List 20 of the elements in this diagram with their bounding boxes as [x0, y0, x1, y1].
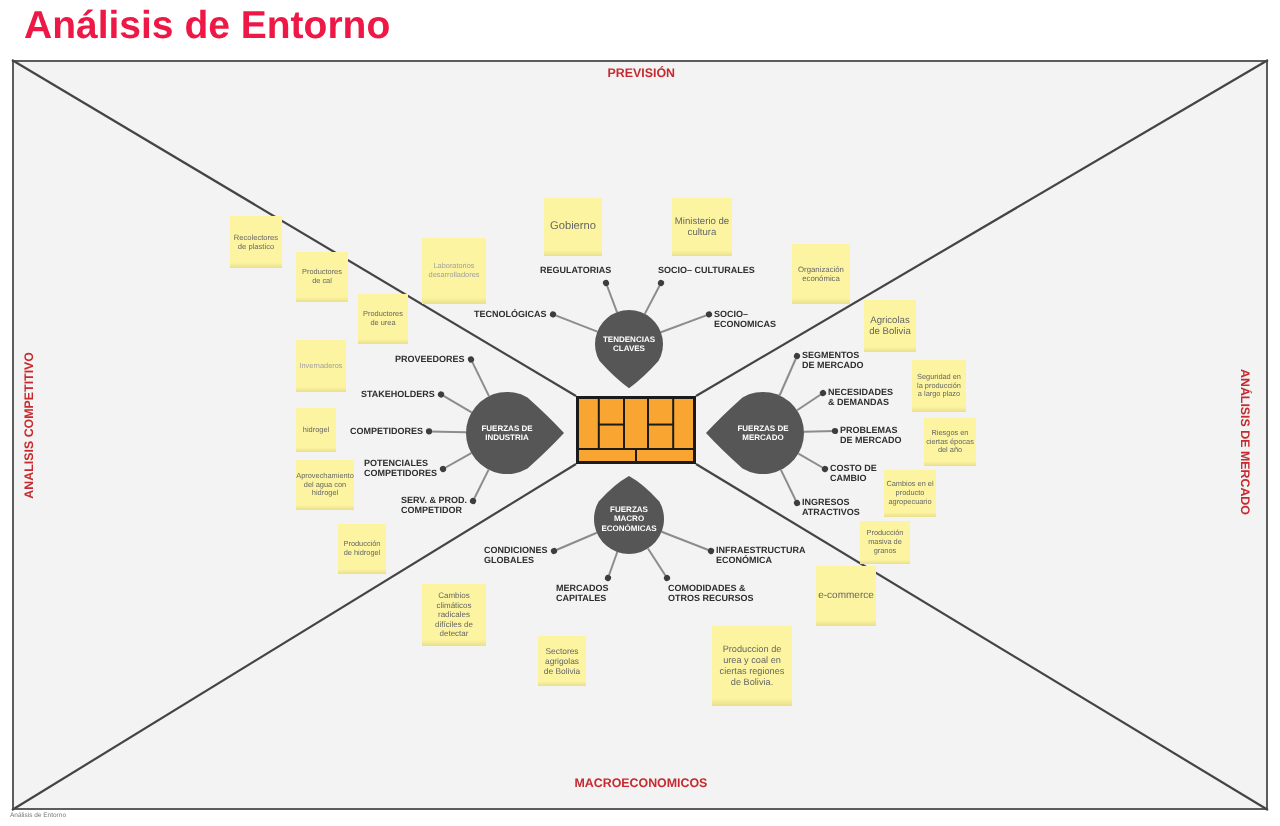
connector-line: [550, 531, 598, 555]
page-title: Análisis de Entorno: [24, 5, 391, 48]
connector-line: [437, 391, 473, 414]
connector-line: [602, 279, 618, 314]
connector-line: [660, 530, 715, 555]
grid-drawing: [576, 396, 696, 464]
connector-line: [425, 428, 467, 435]
connector-line: [659, 311, 713, 334]
connector-line: [646, 547, 671, 582]
connector-line: [439, 452, 473, 473]
connector-line: [796, 389, 827, 412]
connector-line: [803, 427, 839, 435]
connector-line: [469, 468, 490, 505]
connector-line: [778, 352, 801, 397]
connector-line: [549, 311, 599, 333]
connector-line: [604, 550, 619, 582]
connector-line: [797, 452, 829, 473]
connector-line: [643, 279, 665, 315]
connector-line: [779, 468, 801, 507]
connector-line: [467, 356, 490, 398]
